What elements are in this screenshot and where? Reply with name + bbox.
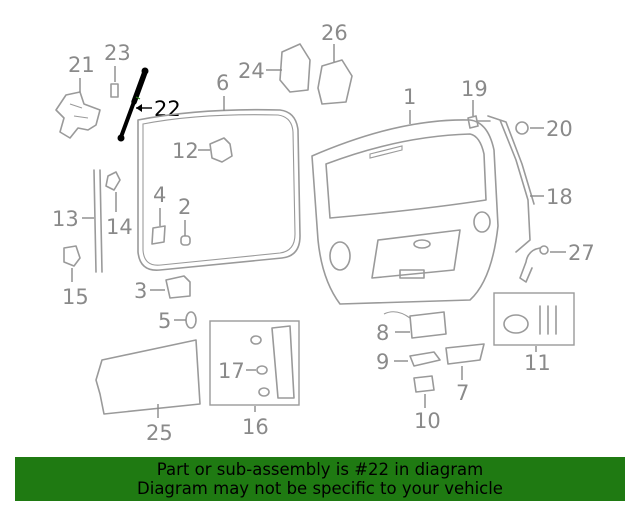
- part-10-switch: [413, 375, 435, 393]
- callout-23: 23: [104, 41, 131, 65]
- callout-24: 24: [238, 59, 265, 83]
- part-9-pad: [409, 351, 441, 367]
- callout-14: 14: [106, 215, 133, 239]
- callout-5: 5: [158, 309, 171, 333]
- callout-15: 15: [62, 285, 89, 309]
- callout-21: 21: [68, 53, 95, 77]
- part-8-actuator: [383, 311, 447, 339]
- part-27-sensor: [519, 245, 549, 283]
- callout-9: 9: [376, 350, 389, 374]
- part-4-bumper: [151, 225, 166, 245]
- banner-line-2: Diagram may not be specific to your vehi…: [137, 479, 503, 498]
- part-3-bracket: [165, 275, 191, 299]
- callout-13: 13: [52, 207, 79, 231]
- callout-20: 20: [546, 117, 573, 141]
- part-16-trim-set: [209, 320, 300, 406]
- info-banner: Part or sub-assembly is #22 in diagram D…: [15, 457, 625, 501]
- part-12-bracket: [209, 137, 233, 163]
- callout-26: 26: [321, 21, 348, 45]
- callout-16: 16: [242, 415, 269, 439]
- part-19-bolt: [467, 115, 491, 129]
- part-15-clip: [63, 245, 81, 267]
- callout-8: 8: [376, 321, 389, 345]
- banner-line-1: Part or sub-assembly is #22 in diagram: [156, 460, 484, 479]
- callout-4: 4: [153, 183, 166, 207]
- part-7-handle: [445, 343, 485, 365]
- callout-2: 2: [178, 195, 191, 219]
- callout-19: 19: [461, 77, 488, 101]
- callout-27: 27: [568, 241, 595, 265]
- parts-diagram: 21 23 22 6 12 4 2 13: [52, 21, 595, 445]
- callout-18: 18: [546, 185, 573, 209]
- callout-3: 3: [134, 279, 147, 303]
- part-21-hinge: [55, 91, 101, 139]
- callout-6: 6: [216, 71, 229, 95]
- callout-17: 17: [218, 359, 245, 383]
- part-13-rod: [93, 169, 103, 273]
- part-20-nut: [515, 121, 529, 135]
- callout-11: 11: [524, 351, 551, 375]
- callout-1: 1: [403, 85, 416, 109]
- part-14-latch: [105, 171, 121, 191]
- part-11-lock-set: [493, 292, 575, 346]
- part-2-stopper: [180, 235, 191, 246]
- callout-10: 10: [414, 409, 441, 433]
- part-5-cap: [185, 311, 197, 329]
- part-23-clip: [110, 83, 119, 98]
- callout-7: 7: [456, 381, 469, 405]
- part-24-panel: [279, 43, 311, 93]
- callout-12: 12: [172, 139, 199, 163]
- part-1-liftgate: [311, 119, 499, 305]
- part-18-harness: [487, 115, 535, 253]
- part-26-cover: [317, 59, 353, 105]
- part-25-trim-panel: [95, 339, 201, 415]
- part-22-gas-strut: [117, 67, 149, 142]
- callout-22: 22: [154, 97, 181, 121]
- callout-25: 25: [146, 421, 173, 445]
- part-6-weatherstrip: [137, 108, 301, 271]
